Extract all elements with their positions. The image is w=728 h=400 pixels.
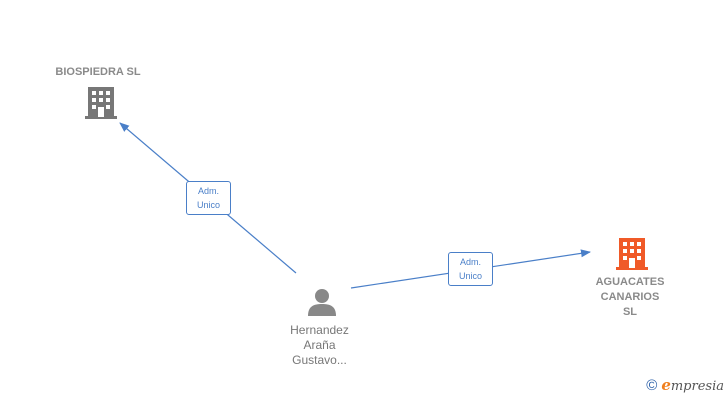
edge-label-role[interactable]: Adm. Unico bbox=[448, 252, 493, 286]
label-line: Araña bbox=[303, 338, 336, 352]
label-line: AGUACATES bbox=[595, 276, 665, 288]
label-line: Gustavo... bbox=[292, 353, 347, 367]
brand-logo[interactable]: empresia bbox=[661, 376, 724, 394]
copyright-icon: © bbox=[646, 376, 658, 394]
label-line: Unico bbox=[458, 271, 482, 281]
company-label-biospiedra[interactable]: BIOSPIEDRA SL bbox=[55, 66, 141, 78]
label-line: SL bbox=[622, 306, 638, 318]
building-icon[interactable] bbox=[616, 236, 648, 270]
brand-name: mpresia bbox=[670, 379, 724, 394]
person-label[interactable]: Hernandez Araña Gustavo... bbox=[262, 323, 377, 368]
building-icon[interactable] bbox=[85, 85, 117, 119]
label-line: Adm. bbox=[459, 257, 481, 267]
company-label-aguacates[interactable]: AGUACATES CANARIOS SL bbox=[570, 275, 690, 320]
label-line: CANARIOS bbox=[600, 291, 660, 303]
label-line: Hernandez bbox=[290, 323, 349, 337]
edge-label-role[interactable]: Adm. Unico bbox=[186, 181, 231, 215]
brand-initial: e bbox=[661, 376, 671, 394]
brand-footer: © empresia bbox=[646, 376, 724, 394]
label-line: Adm. bbox=[197, 186, 219, 196]
label-line: Unico bbox=[196, 200, 220, 210]
person-icon[interactable] bbox=[307, 288, 337, 316]
